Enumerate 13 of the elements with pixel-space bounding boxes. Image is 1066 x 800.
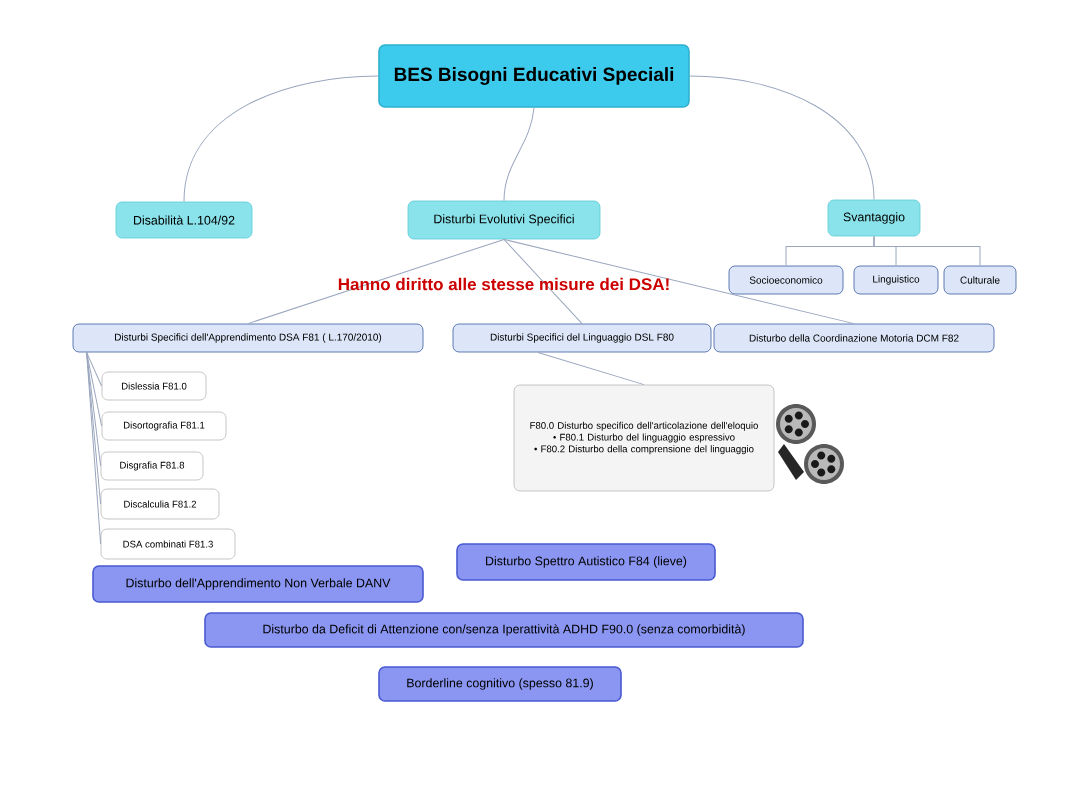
connector-line (537, 351, 645, 386)
connector-line (503, 107, 535, 202)
warning-text: Hanno diritto alle stesse misure dei DSA! (338, 277, 669, 291)
connector-line (86, 351, 103, 387)
connector-line (247, 238, 505, 325)
topic-box: BES Bisogni Educativi Speciali (378, 44, 690, 108)
connector-line (86, 351, 102, 545)
connector-line (86, 351, 102, 505)
connector-line (86, 351, 102, 467)
connector-line (503, 238, 583, 325)
connector-line (873, 235, 981, 267)
connector-line (689, 75, 875, 201)
connector-line (183, 75, 379, 203)
